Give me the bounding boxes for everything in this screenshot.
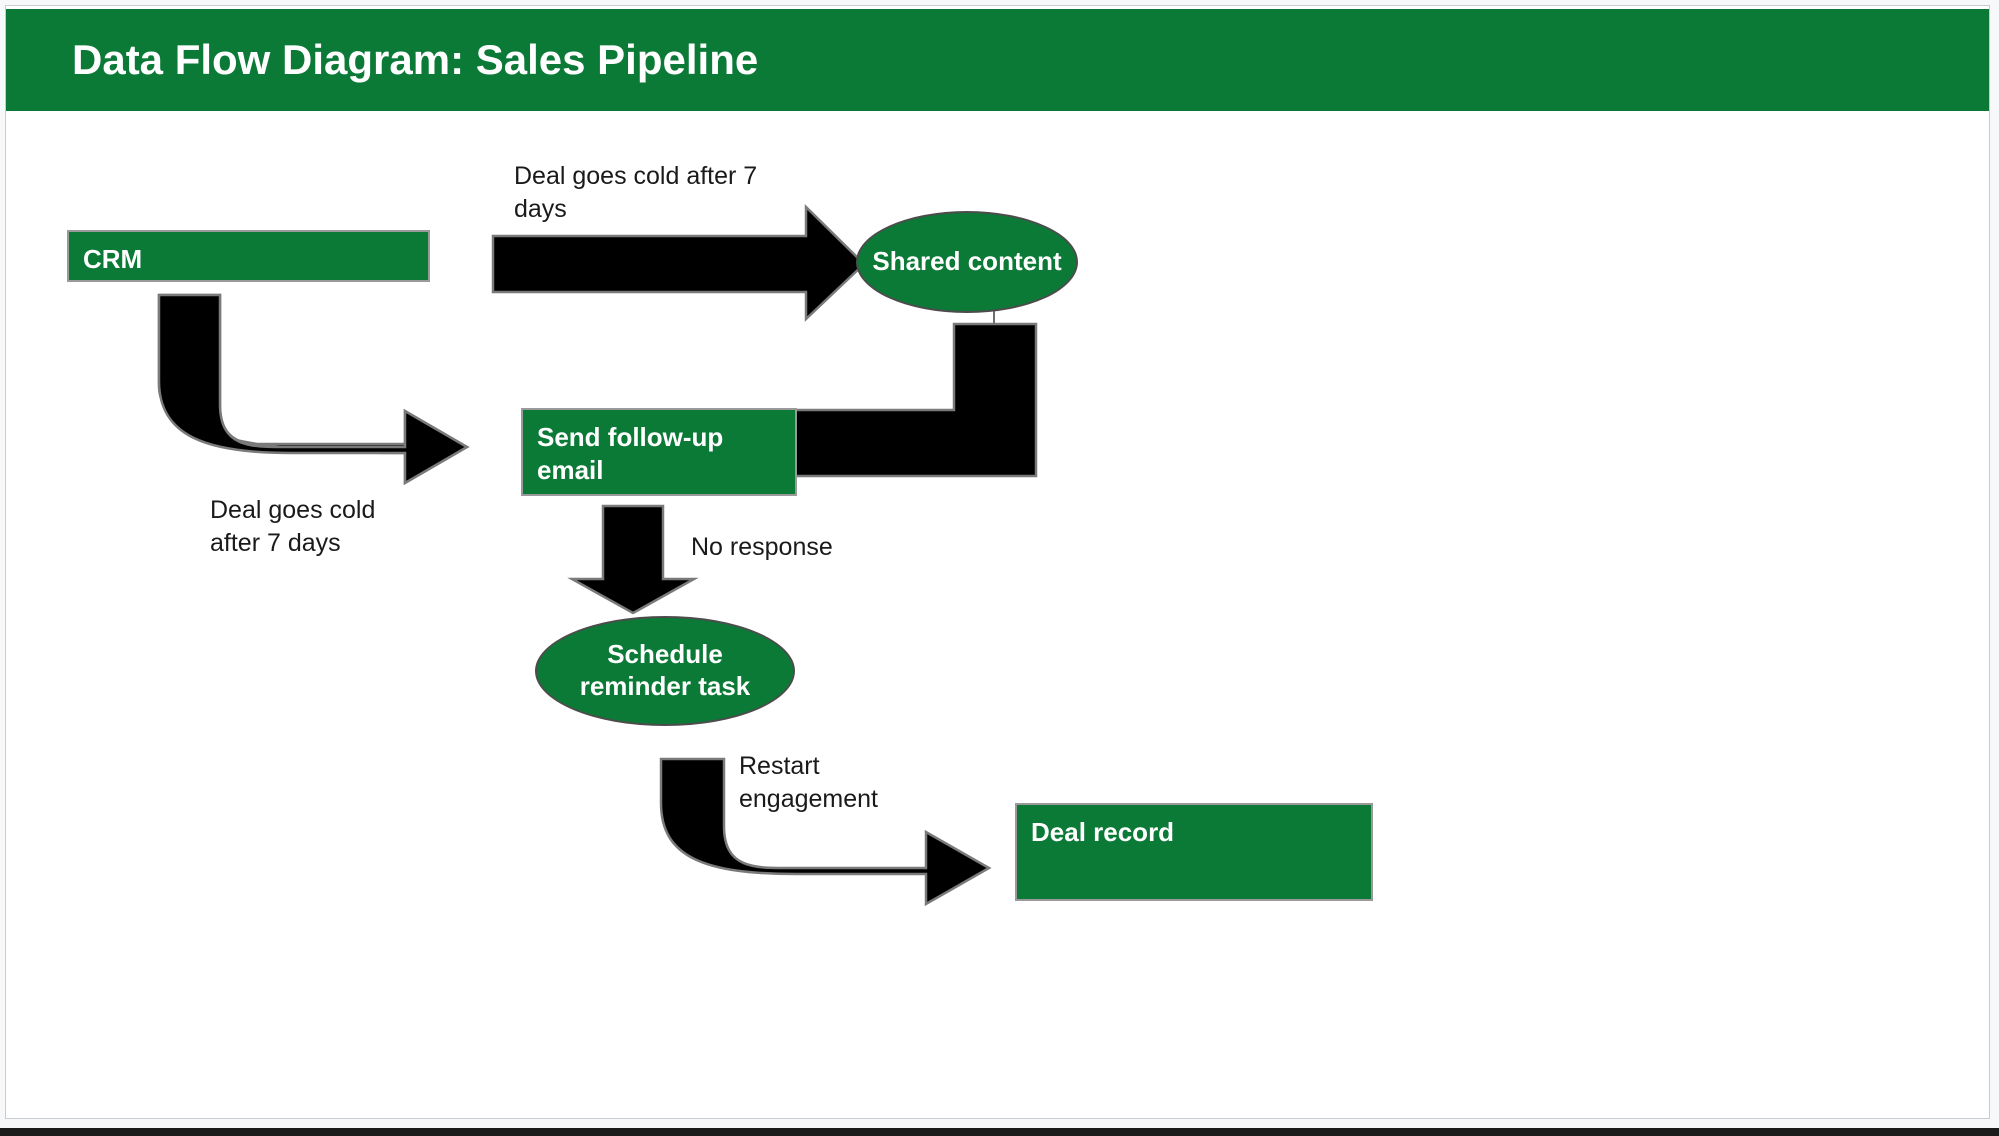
node-crm[interactable]: CRM	[67, 230, 430, 282]
node-schedule-reminder-task-label: Schedule reminder task	[579, 639, 751, 701]
node-schedule-reminder-task[interactable]: Schedule reminder task	[535, 616, 795, 726]
node-send-follow-up-email[interactable]: Send follow-up email	[521, 408, 797, 496]
edge-label-deal-cold-top: Deal goes cold after 7 days	[514, 162, 758, 223]
title-banner: Data Flow Diagram: Sales Pipeline	[6, 9, 1989, 111]
node-shared-content[interactable]: Shared content	[856, 211, 1078, 313]
arrow-send-follow-up-email-to-schedule-reminder-task	[567, 504, 699, 615]
bottom-band	[0, 1128, 1999, 1136]
arrow-crm-elbow-body	[157, 293, 470, 486]
node-deal-record-label: Deal record	[1031, 817, 1175, 847]
connector-layer	[157, 204, 1038, 907]
edge-label-restart-engagement: Restart engagement	[739, 752, 879, 813]
node-shared-content-label: Shared content	[872, 246, 1062, 277]
node-crm-label: CRM	[83, 244, 143, 274]
arrow-crm-to-send-follow-up-email	[157, 293, 470, 486]
page-title: Data Flow Diagram: Sales Pipeline	[72, 36, 759, 83]
node-send-follow-up-email-label: Send follow-up email	[537, 422, 724, 486]
arrow-shared-content-to-send-follow-up-email	[793, 322, 1038, 478]
node-deal-record[interactable]: Deal record	[1015, 803, 1373, 901]
slide-canvas: Data Flow Diagram: Sales Pipeline CRM Sh…	[5, 5, 1990, 1119]
edge-label-no-response: No response	[691, 533, 833, 561]
edge-label-deal-cold-left: Deal goes cold after 7 days	[210, 496, 376, 557]
